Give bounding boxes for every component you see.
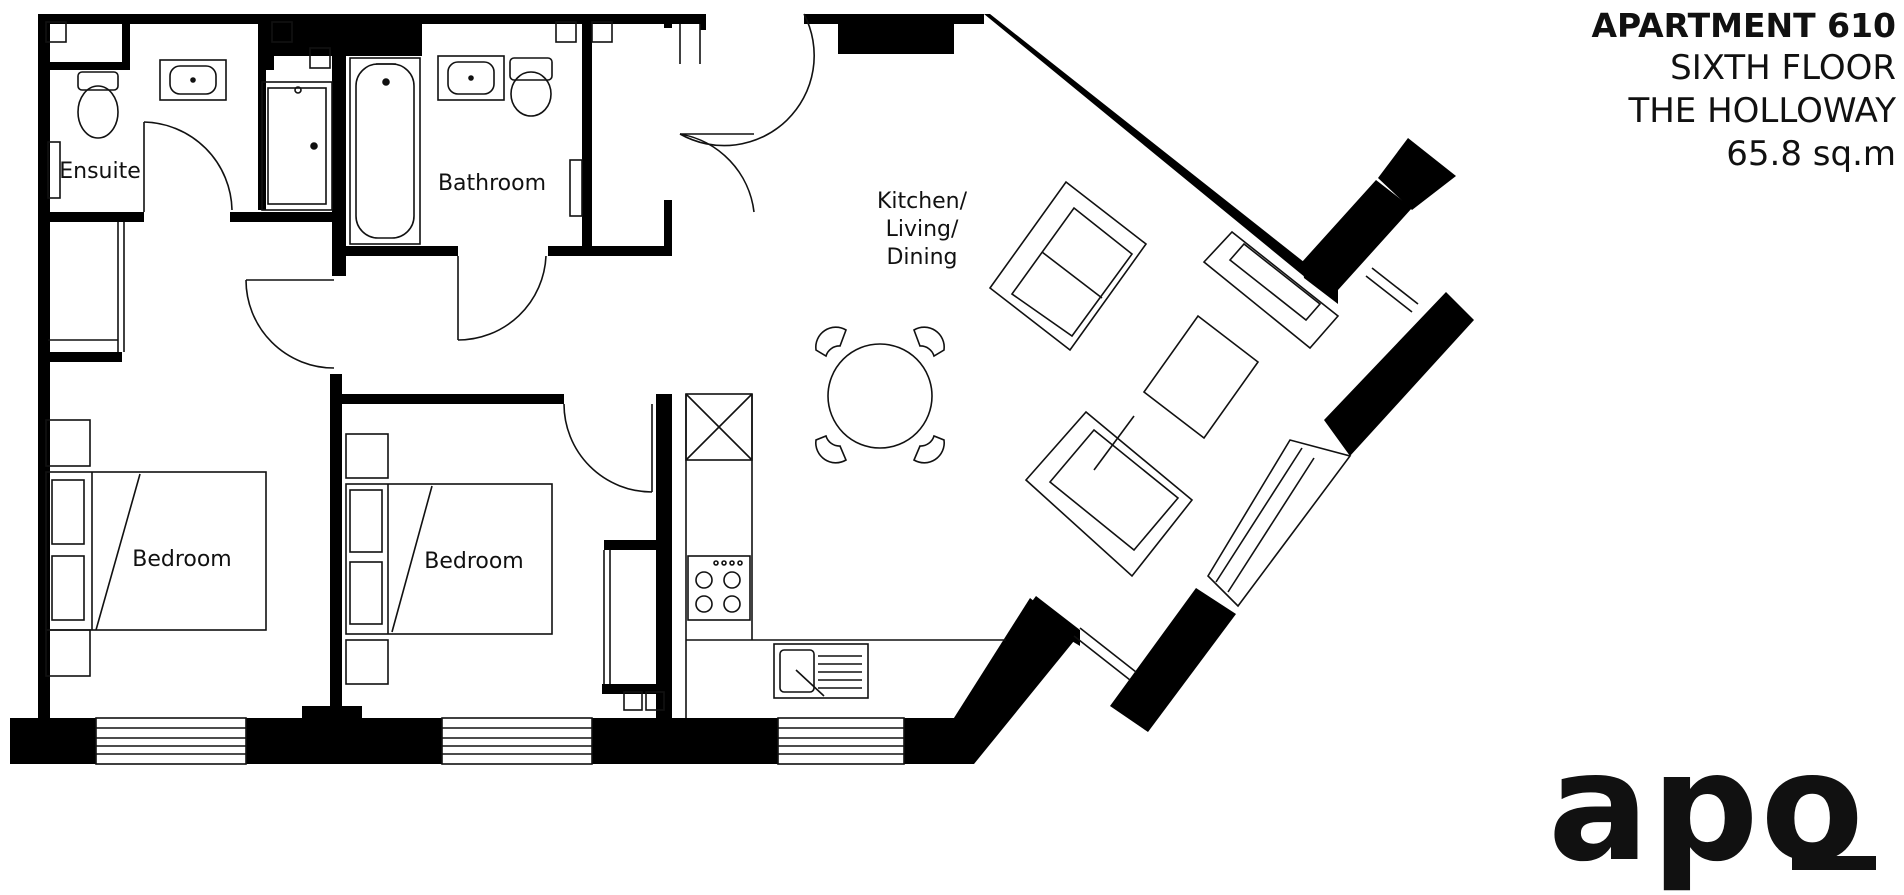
dining-table [815,326,945,464]
windows [95,267,1419,765]
area-label: 65.8 sq.m [1726,134,1896,174]
building-name: THE HOLLOWAY [1628,91,1896,131]
internal-walls [38,14,702,724]
door-swings [143,13,815,493]
label-kitchen-line-3: Dining [886,245,957,270]
label-bathroom: Bathroom [438,171,546,196]
brand-underscore [1792,856,1876,870]
label-kitchen-line-2: Living/ [886,217,959,242]
floor-label: SIXTH FLOOR [1670,48,1896,88]
label-ensuite: Ensuite [59,159,141,184]
room-labels: Ensuite Bathroom Kitchen/ Living/ Dining… [59,159,967,574]
bedroom-1-furniture [45,419,267,677]
outer-walls [10,14,1474,764]
label-bedroom-1: Bedroom [132,547,232,572]
label-bedroom-2: Bedroom [424,549,524,574]
living-furniture [988,180,1340,578]
label-kitchen-line-1: Kitchen/ [877,189,968,214]
kitchen-fixtures [685,393,1006,718]
brand-logo: apo [1548,733,1888,883]
ensuite-fixtures [45,21,613,352]
apartment-info: APARTMENT 610 SIXTH FLOOR THE HOLLOWAY 6… [1591,4,1896,176]
bedroom-2-furniture [345,433,665,711]
bathroom-fixtures [349,55,583,245]
apartment-number: APARTMENT 610 [1591,6,1896,45]
